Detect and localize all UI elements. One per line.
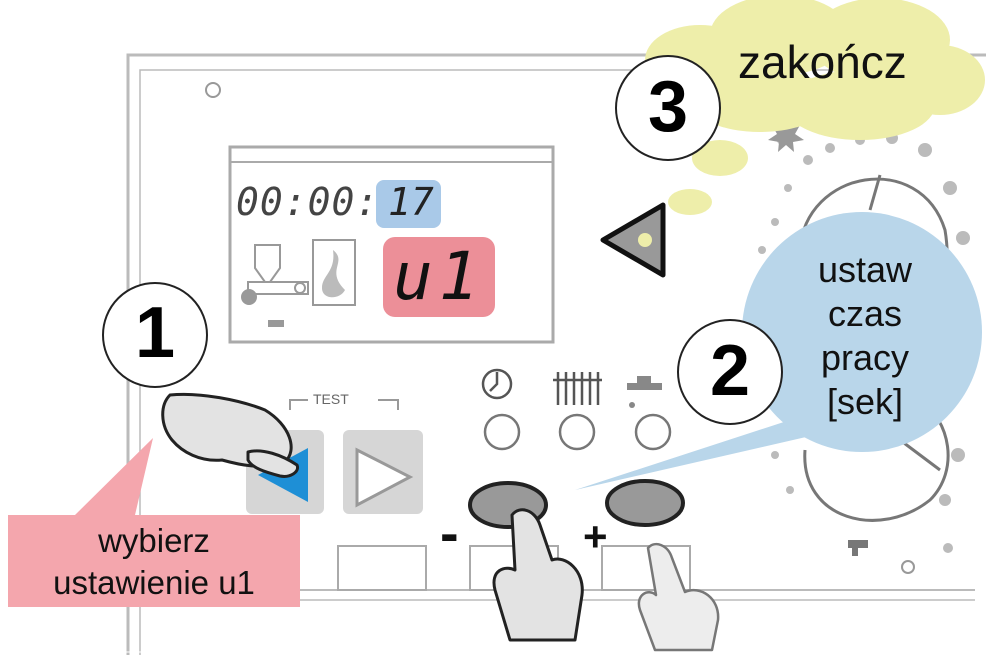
indicator-led-water (634, 413, 672, 451)
code-highlight (383, 237, 495, 317)
step3-text: zakończ (738, 36, 907, 88)
step2-line3: pracy (820, 337, 910, 378)
step1-circle (102, 282, 208, 388)
step1-callout (8, 438, 300, 607)
lcd-time: 00:00: (236, 180, 380, 224)
plus-sign: + (583, 513, 608, 560)
step3-number: 3 (647, 67, 689, 147)
dial-dots (758, 132, 970, 553)
step1-line1: wybierz (98, 522, 210, 559)
feeder-icon (241, 244, 309, 305)
hand-pressing-plus-icon (637, 542, 720, 652)
screw-hole (205, 82, 221, 98)
hand-pressing-minus-icon (492, 508, 584, 642)
step2-line1: ustaw (817, 249, 913, 290)
right-arrow-icon (355, 447, 414, 508)
tap-small-icon (848, 540, 868, 556)
indicator-led-clock (483, 413, 521, 451)
step2-line4: [sek] (826, 381, 904, 422)
step3-circle (615, 55, 721, 161)
menu-triangle-button[interactable] (600, 202, 666, 278)
hand-pointer-icon (161, 392, 300, 478)
lcd-display (228, 145, 555, 344)
step2-number: 2 (709, 331, 751, 411)
step1-number: 1 (134, 293, 176, 373)
test-label: TEST (313, 391, 349, 407)
status-dash (268, 320, 284, 327)
lower-button-left[interactable] (337, 545, 427, 591)
radiator-icon (553, 372, 602, 405)
lcd-value: 17 (388, 180, 434, 224)
indicator-led-heating (558, 413, 596, 451)
flame-icon (312, 239, 356, 306)
step2-text: ustaw czas pracy [sek] (795, 248, 935, 424)
plus-button[interactable] (605, 479, 685, 527)
screw-hole (901, 560, 915, 574)
step2-bubble (575, 212, 982, 490)
menu-led (638, 233, 652, 247)
step2-line2: czas (827, 293, 903, 334)
step1-text: wybierz ustawienie u1 (10, 520, 298, 604)
step1-line2: ustawienie u1 (53, 564, 255, 601)
value-highlight (376, 180, 441, 228)
tap-icon (627, 376, 662, 408)
step2-circle (677, 319, 783, 425)
lcd-code: u1 (393, 238, 485, 315)
minus-sign: - (440, 501, 459, 564)
clock-icon (481, 368, 513, 400)
lower-button-right[interactable] (601, 545, 691, 591)
test-group (289, 399, 399, 410)
